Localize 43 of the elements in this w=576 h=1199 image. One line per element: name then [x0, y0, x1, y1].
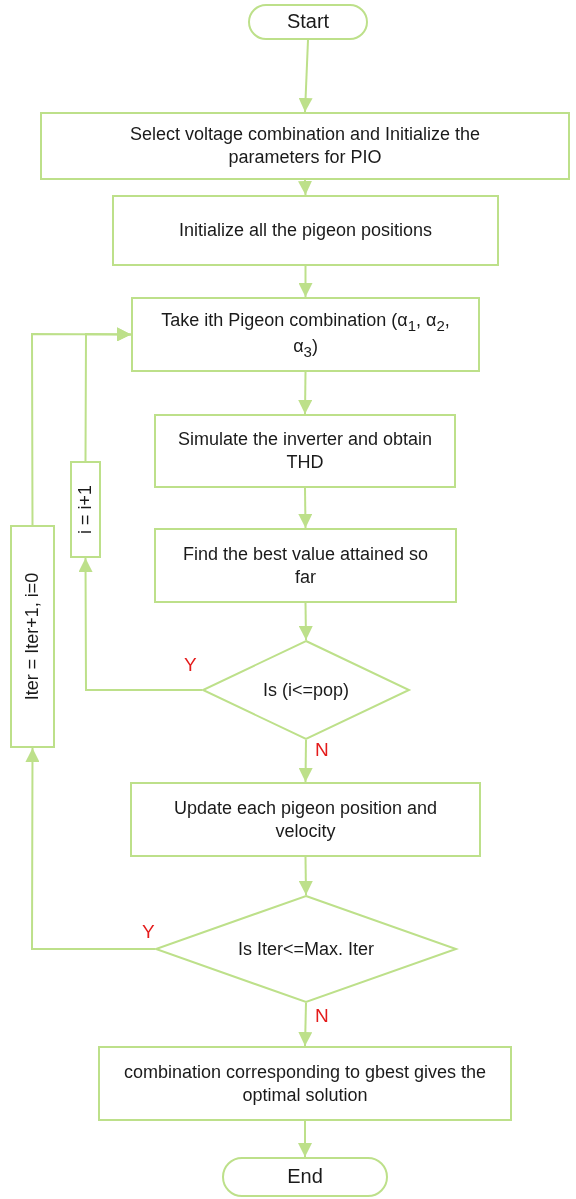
arrow — [298, 1002, 313, 1047]
arrow — [78, 557, 203, 691]
node-text: End — [287, 1164, 323, 1190]
edge-label: N — [314, 740, 330, 759]
node-text: Is Iter<=Max. Iter — [237, 937, 374, 961]
process-box — [154, 528, 457, 603]
node-text: Simulate the inverter and obtain THD — [176, 428, 434, 474]
edge-label: Y — [183, 655, 198, 674]
decision-diamond — [155, 895, 457, 1003]
arrow — [298, 487, 313, 529]
node-text: Is (i<=pop) — [262, 678, 349, 702]
node-text: i = i+1 — [74, 484, 97, 534]
process-box — [98, 1046, 512, 1121]
terminal-pill — [248, 4, 368, 40]
process-box — [112, 195, 499, 266]
edge-label: N — [314, 1006, 330, 1025]
arrow — [25, 747, 156, 950]
arrow — [298, 1120, 312, 1158]
node-text: combination corresponding to gbest gives the optimal solution — [122, 1060, 488, 1107]
process-box — [40, 112, 570, 180]
process-box — [10, 525, 55, 748]
decision-diamond — [202, 640, 410, 740]
node-text: Initialize all the pigeon positions — [178, 219, 433, 242]
node-text: Update each pigeon position and velocity — [172, 796, 439, 843]
arrow — [31, 327, 132, 526]
process-box — [70, 461, 101, 558]
arrow — [298, 179, 313, 196]
process-box — [130, 782, 481, 857]
node-text: Take ith Pigeon combination (α$_{1}$, α$_{2}$, α$_{3}$) — [160, 308, 451, 361]
node-text: Select voltage combination and Initialize the parameters for PIO — [128, 123, 482, 169]
arrow — [298, 39, 313, 113]
node-text: Start — [286, 9, 330, 35]
arrow — [298, 856, 313, 896]
arrow — [298, 371, 313, 415]
arrow — [298, 739, 313, 783]
terminal-pill — [222, 1157, 388, 1197]
node-text: Iter = Iter+1, i=0 — [21, 572, 44, 701]
process-box — [131, 297, 480, 372]
edge-label: Y — [141, 922, 156, 941]
arrow — [298, 265, 313, 298]
node-text: Find the best value attained so far — [181, 542, 430, 589]
process-box — [154, 414, 456, 488]
arrow — [298, 602, 313, 641]
